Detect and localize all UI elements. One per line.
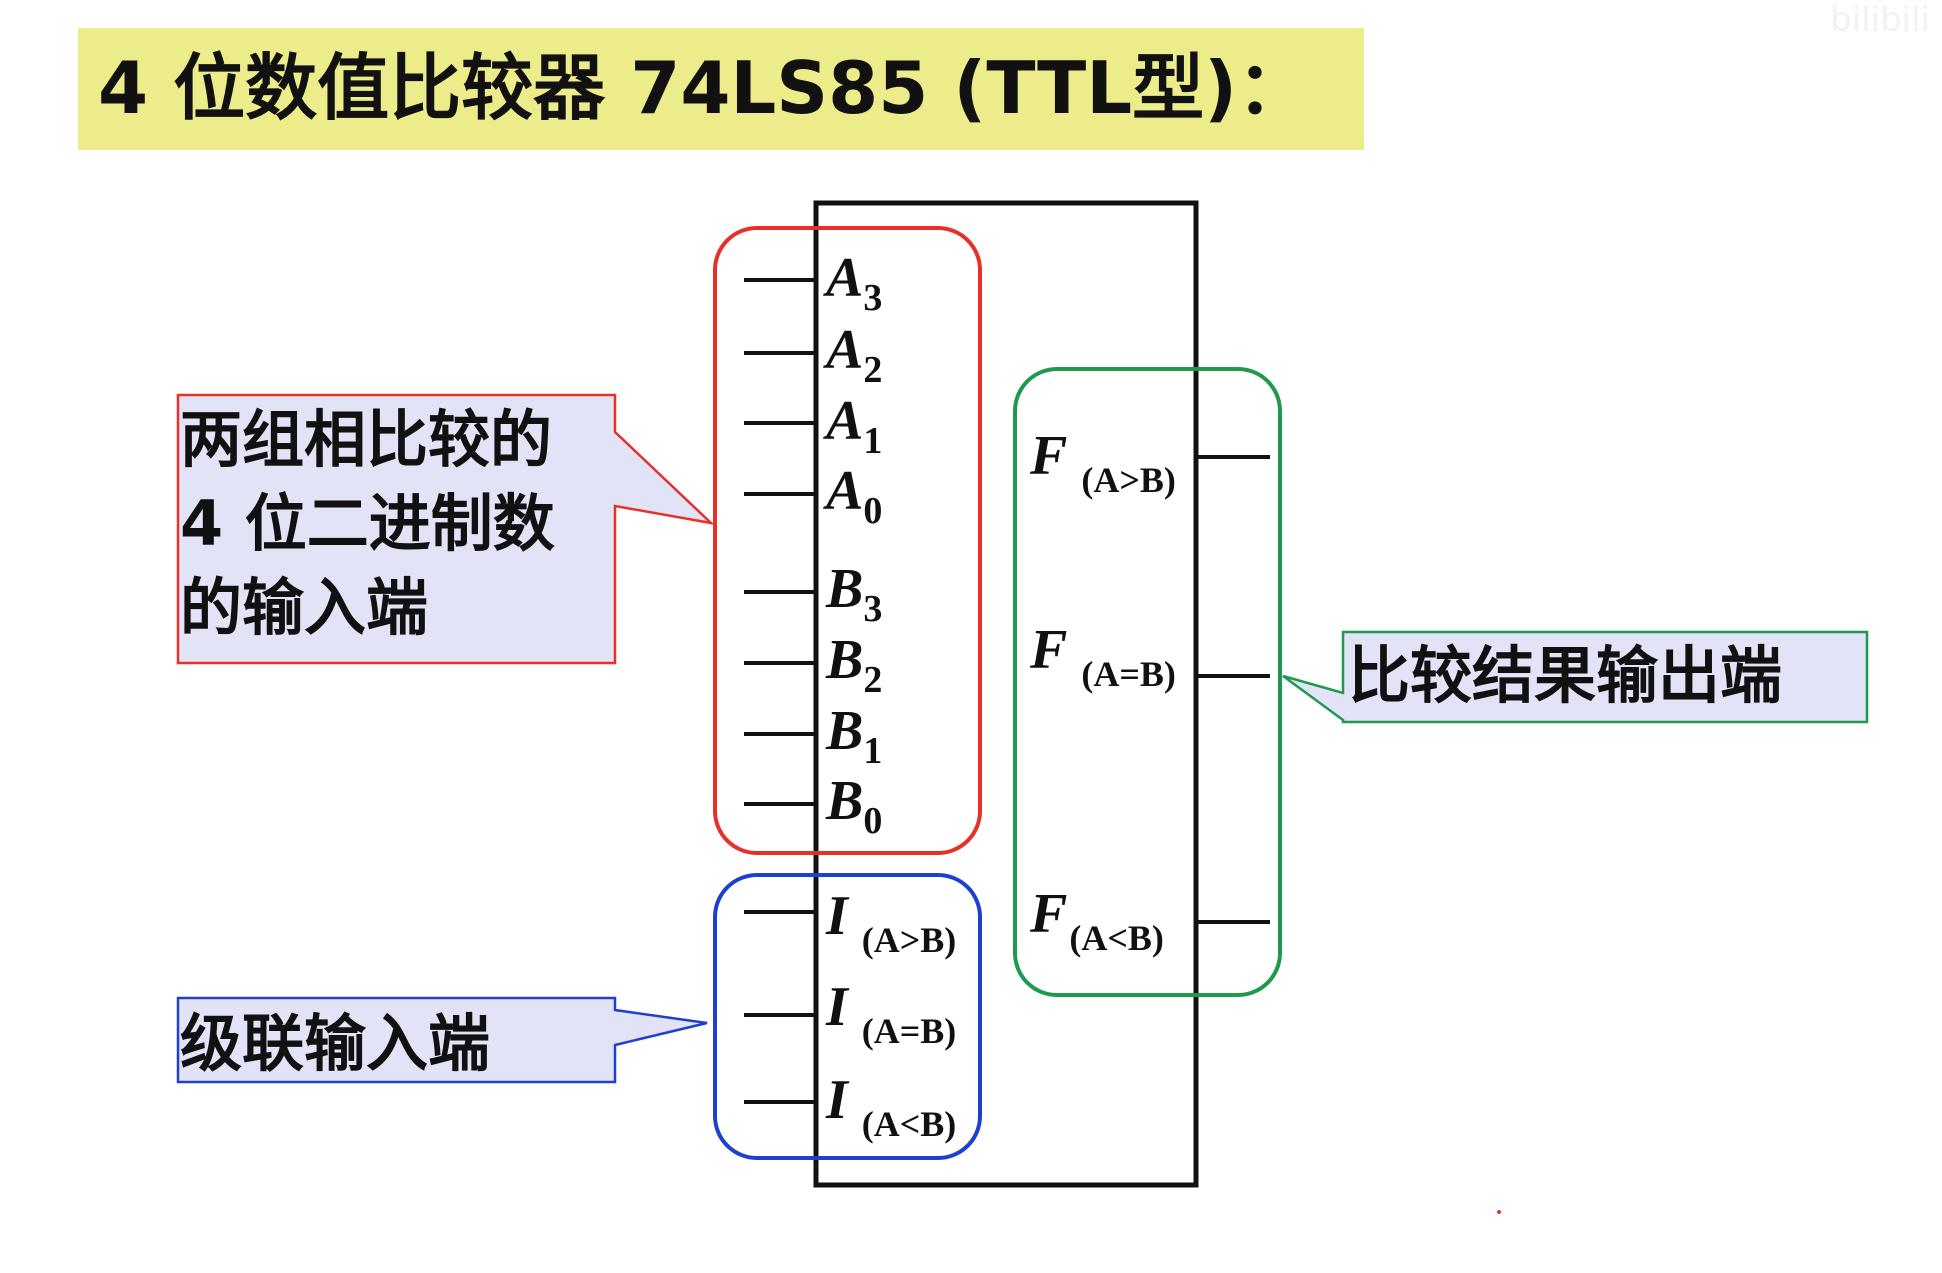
chip-body [813, 200, 1199, 1188]
callout-cascade-text: 级联输入端 [180, 1007, 491, 1080]
callout-outputs-shape [1282, 630, 1869, 724]
callout-outputs-text: 比较结果输出端 [1348, 639, 1783, 712]
pin-label-b3: B3 [826, 558, 883, 630]
pin-label-b2: B2 [826, 629, 883, 701]
callout-cascade-shape [176, 996, 708, 1084]
pin-label-f-eq: F(A=B) [1030, 619, 1176, 694]
cascade-input-group-outline [713, 873, 982, 1160]
callout-inputs-line: 两组相比较的 [180, 403, 553, 476]
pin-label-i-gt: I(A>B) [826, 885, 957, 960]
watermark-logo: bilibili [1830, 0, 1930, 40]
pin-label-b0: B0 [826, 770, 883, 842]
title-bar: 4 位数值比较器 74LS85 (TTL型)： [78, 28, 1364, 150]
red-dot-marker [1497, 1210, 1501, 1214]
callout-inputs-text: 两组相比较的 4 位二进制数 的输入端 [180, 398, 555, 650]
output-group-outline [1013, 367, 1282, 997]
pin-label-a1: A1 [826, 390, 883, 462]
pin-label-f-lt: F(A<B) [1030, 883, 1164, 958]
pin-label-a0: A0 [826, 460, 883, 532]
page-title: 4 位数值比较器 74LS85 (TTL型)： [98, 46, 1309, 130]
callout-inputs-shape [176, 393, 715, 665]
cascade-input-pins [744, 910, 816, 1104]
pin-label-i-eq: I(A=B) [826, 976, 957, 1051]
data-input-group-outline [713, 226, 982, 855]
pin-label-f-gt: F(A>B) [1030, 425, 1176, 500]
callout-inputs-line: 4 位二进制数 [180, 487, 555, 560]
pin-label-a3: A3 [826, 247, 883, 319]
pin-label-a2: A2 [826, 319, 883, 391]
output-pins [1196, 455, 1270, 924]
pin-label-b1: B1 [826, 700, 883, 772]
data-input-pins [744, 278, 816, 806]
pin-label-i-lt: I(A<B) [826, 1069, 957, 1144]
callout-inputs-line: 的输入端 [180, 571, 429, 644]
